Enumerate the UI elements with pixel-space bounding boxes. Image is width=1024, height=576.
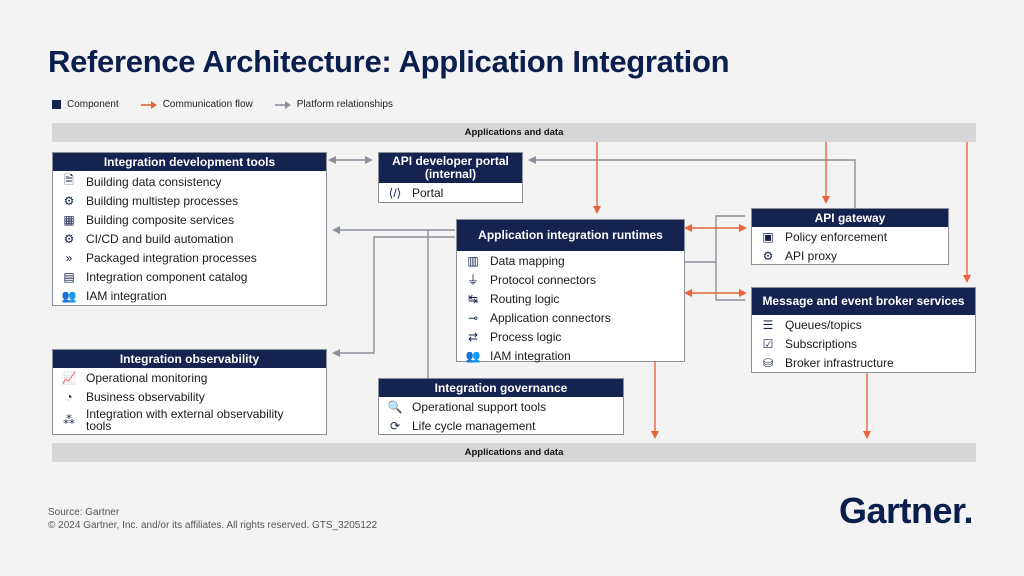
process-icon: ⇄ [467,329,479,344]
list-item: »Packaged integration processes [53,248,326,267]
copyright-text: © 2024 Gartner, Inc. and/or its affiliat… [48,520,378,531]
flow-icon: ⚙ [63,193,75,208]
catalog-icon: ▤ [63,269,75,284]
list-item: ▦Building composite services [53,210,326,229]
footer-source: Source: Gartner © 2024 Gartner, Inc. and… [48,506,377,532]
list-item: ⏚Protocol connectors [466,272,597,288]
list-item: 👥IAM integration [61,288,167,303]
page-title: Reference Architecture: Application Inte… [48,44,730,79]
network-icon: ⁂ [63,413,75,427]
list-item: ▥Data mapping [457,251,684,270]
list-item: 🗎Building data consistency [53,172,326,191]
connector-icon: ⊸ [467,310,479,325]
observability-title: Integration observability [53,350,326,368]
component-swatch [52,100,61,109]
list-item: ⚙API proxy [752,246,948,265]
list-item: ☑Subscriptions [752,334,975,353]
plug-icon: ⏚ [466,273,479,287]
checklist-icon: ☑ [762,336,774,351]
list-item: ⁂Integration with external observability… [63,407,284,433]
orange-arrow-icon [140,100,157,109]
runtime-gateway-broker-link [685,215,745,301]
list-item: 👥IAM integration [465,348,571,363]
users-icon: 👥 [465,348,481,363]
dev-portal-title: API developer portal (internal) [379,153,522,183]
dev-tools-title: Integration development tools [53,153,326,171]
gauge-icon: ◔ [65,389,73,404]
list-item: ▤Integration component catalog [53,267,326,286]
list-item: ↹Routing logic [457,289,684,308]
gateway-portal-link [528,156,856,209]
list-icon: ☰ [762,317,774,332]
bottom-band: Applications and data [52,443,976,462]
gateway-box: API gateway ▣Policy enforcement ⚙API pro… [751,208,949,265]
broker-box: Message and event broker services ☰Queue… [751,287,976,373]
routing-icon: ↹ [467,291,479,306]
list-item: ◔Business observability [53,387,326,406]
legend-communication: Communication flow [140,99,253,110]
chevrons-icon: » [65,250,73,265]
bar-chart-icon: ▥ [467,253,479,268]
stack-icon: ⛁ [762,355,774,370]
gateway-title: API gateway [752,209,948,227]
proxy-icon: ⚙ [762,248,774,263]
gray-arrow-icon [274,100,291,109]
gartner-logo: Gartner. [839,490,974,531]
composite-icon: ▦ [63,212,75,227]
legend-component: Component [52,99,119,110]
runtimes-title: Application integration runtimes [457,220,684,251]
list-item: ⛁Broker infrastructure [752,353,975,372]
lifecycle-icon: ⟳ [389,418,401,433]
runtimes-box: Application integration runtimes ▥Data m… [456,219,685,363]
legend-platform: Platform relationships [274,99,393,110]
legend-component-label: Component [67,99,119,110]
list-item: ⇄Process logic [457,327,684,346]
policy-icon: ▣ [762,229,774,244]
list-item: ⚙CI/CD and build automation [53,229,326,248]
legend: Component Communication flow Platform re… [52,99,415,110]
users-icon: 👥 [61,288,77,303]
gear-box-icon: ⚙ [63,231,75,246]
source-text: Source: Gartner [48,507,120,518]
broker-title: Message and event broker services [752,288,975,315]
list-item: 📈Operational monitoring [61,370,208,385]
governance-title: Integration governance [379,379,623,397]
governance-box: Integration governance 🔍Operational supp… [378,378,624,435]
dev-portal-box: API developer portal (internal) ⟨/⟩Porta… [378,152,523,203]
top-band: Applications and data [52,123,976,142]
list-item: ⟨/⟩Portal [388,185,444,200]
magnifier-icon: 🔍 [387,399,403,414]
list-item: ☰Queues/topics [752,315,975,334]
observability-box: Integration observability 📈Operational m… [52,349,327,435]
list-item: 🔍Operational support tools [387,399,547,414]
line-chart-icon: 📈 [61,370,77,385]
runtime-observability-link [332,236,455,357]
dev-tools-box: Integration development tools 🗎Building … [52,152,327,306]
list-item: ⚙Building multistep processes [53,191,326,210]
legend-platform-label: Platform relationships [296,99,393,110]
list-item: ▣Policy enforcement [752,227,948,246]
list-item: ⟳Life cycle management [379,416,623,435]
list-item: ⊸Application connectors [457,308,684,327]
document-icon: 🗎 [64,173,74,187]
code-icon: ⟨/⟩ [388,185,402,200]
legend-communication-label: Communication flow [162,99,253,110]
